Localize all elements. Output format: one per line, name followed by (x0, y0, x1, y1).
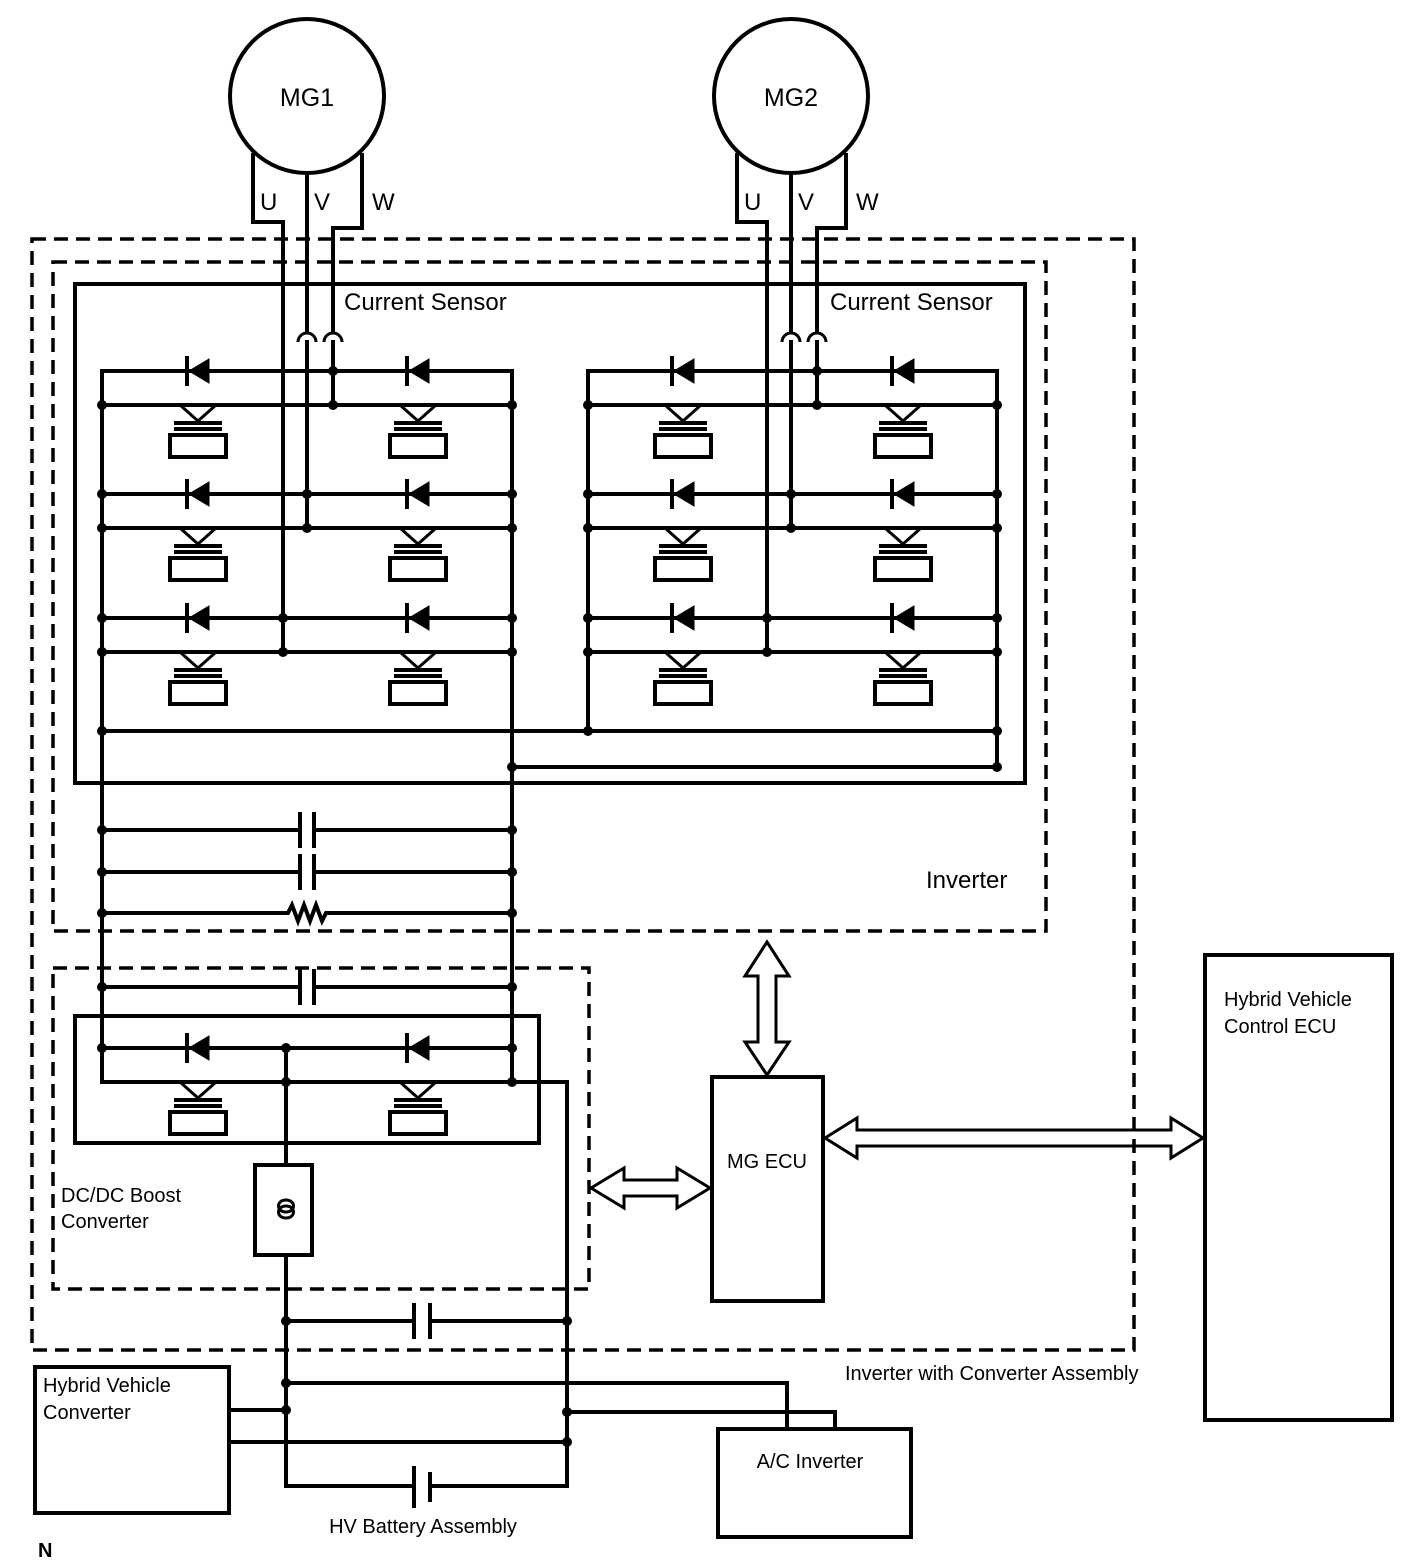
dcdc-outline (51, 966, 591, 1291)
ac-inverter-label: A/C Inverter (757, 1451, 864, 1473)
ac-inverter-box (716, 1427, 913, 1539)
hv-control-ecu-label-2: Control ECU (1224, 1016, 1336, 1038)
mg1-phase-v: V (314, 189, 330, 216)
dcdc-label-1: DC/DC Boost (61, 1185, 181, 1207)
hv-control-ecu-box (1203, 953, 1394, 1422)
igbt (873, 650, 933, 706)
igbts (168, 403, 933, 1136)
mg2-label: MG2 (764, 84, 818, 112)
reactor-box (253, 1163, 314, 1257)
diode (890, 603, 915, 633)
boost-wiring (100, 1046, 569, 1488)
discharge-resistor (100, 899, 514, 927)
mg2-phase-u: U (744, 189, 761, 216)
mg1-label: MG1 (280, 84, 334, 112)
igbt (168, 403, 228, 459)
dcdc-mg-ecu-arrow (588, 1165, 713, 1211)
igbt (168, 526, 228, 582)
mg2-phase-w: W (856, 189, 879, 216)
hv-converter-label-1: Hybrid Vehicle (43, 1375, 171, 1397)
mg2-phase-v: V (798, 189, 814, 216)
igbt (168, 1080, 228, 1136)
diode (890, 356, 915, 386)
junction-dots (97, 366, 1002, 1447)
current-sensor-left-label: Current Sensor (344, 289, 507, 316)
diode (890, 479, 915, 509)
diode (185, 356, 210, 386)
corner-mark: N (38, 1540, 52, 1562)
current-sensor-box (73, 282, 1027, 785)
mg-ecu-label: MG ECU (727, 1151, 807, 1173)
igbt (388, 403, 448, 459)
mg1-phase-w: W (372, 189, 395, 216)
diode (185, 603, 210, 633)
igbt (653, 403, 713, 459)
mg-ecu-box (710, 1075, 825, 1303)
hv-battery-label: HV Battery Assembly (329, 1516, 517, 1538)
mg-ecu-hv-ecu-arrow (822, 1115, 1206, 1161)
current-sensor-right-label: Current Sensor (830, 289, 993, 316)
diode (405, 603, 430, 633)
hv-converter-label-2: Converter (43, 1402, 131, 1424)
assembly-outline (30, 237, 1136, 1352)
low-voltage-bus (228, 1303, 837, 1508)
igbt (873, 526, 933, 582)
hv-converter-box (33, 1365, 231, 1515)
boost-switch-box (73, 1014, 541, 1145)
mg2-bridge (586, 369, 999, 769)
assembly-label: Inverter with Converter Assembly (845, 1363, 1138, 1385)
igbt (388, 650, 448, 706)
dc-link (100, 812, 514, 1005)
reactor-coil-icon (277, 1198, 295, 1220)
hv-control-ecu-label-1: Hybrid Vehicle (1224, 989, 1352, 1011)
inverter-mg-ecu-arrow (742, 939, 792, 1078)
diode (670, 603, 695, 633)
inverter-label: Inverter (926, 867, 1007, 894)
igbt (168, 650, 228, 706)
diode (670, 479, 695, 509)
igbt (873, 403, 933, 459)
diode (405, 479, 430, 509)
diode (670, 356, 695, 386)
diodes (185, 356, 915, 1063)
mg2-motor: MG2 U V W (712, 17, 879, 216)
inverter-outline (51, 260, 1048, 933)
igbt (653, 650, 713, 706)
igbt (388, 1080, 448, 1136)
igbt (388, 526, 448, 582)
mg1-phase-u: U (260, 189, 277, 216)
dcdc-label-2: Converter (61, 1211, 149, 1233)
diode (185, 479, 210, 509)
igbt (653, 526, 713, 582)
diode (405, 356, 430, 386)
